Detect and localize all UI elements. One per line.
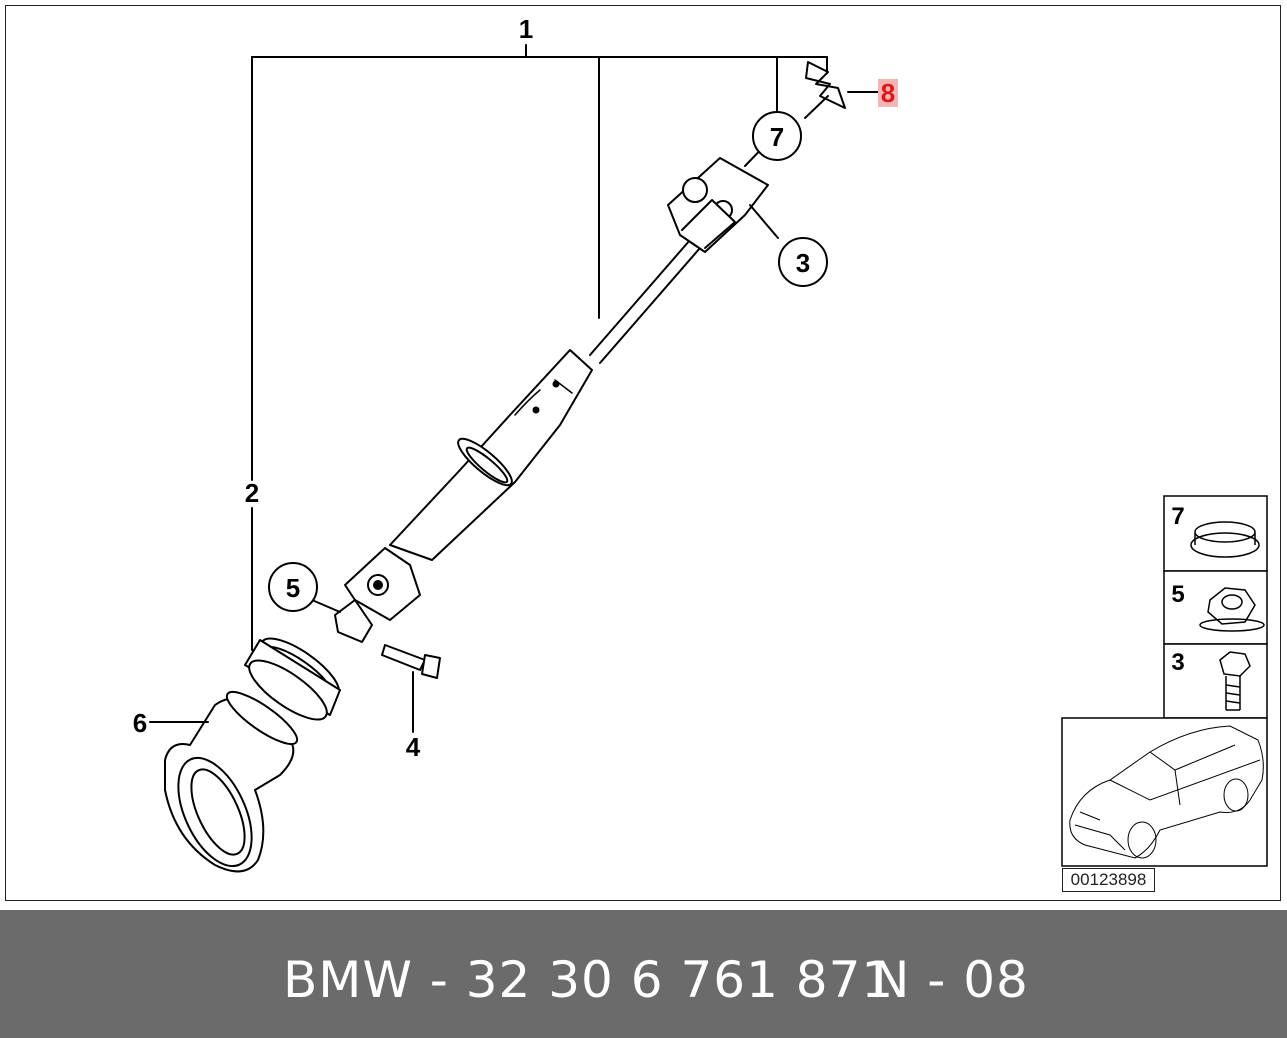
callout-circle-3: [778, 237, 828, 287]
callout-8-highlight: [878, 79, 898, 107]
boot-6: [149, 690, 299, 873]
bolt-4: [381, 644, 441, 733]
clip-8: [804, 61, 879, 119]
steering-shaft: [389, 239, 701, 561]
callout-3: 3: [796, 248, 810, 278]
part-number: BMW - 32 30 6 761 871: [283, 951, 895, 1009]
callout-2: 2: [245, 478, 259, 508]
callout-circle-5: [268, 562, 318, 612]
inset-label-5: 5: [1171, 581, 1184, 608]
hex-bolt-icon: [1219, 651, 1251, 711]
position-code: N - 08: [872, 951, 1029, 1009]
shaft-flange: [457, 437, 513, 487]
sleeve-2: [244, 637, 341, 721]
parts-diagram: 1 2 3 4 5 6 7 8: [133, 14, 1268, 873]
callout-8: 8: [881, 78, 895, 108]
callout-1: 1: [519, 14, 533, 44]
hex-nut-icon: [1199, 587, 1265, 632]
callout-4: 4: [406, 732, 421, 762]
upper-universal-joint: [667, 139, 779, 253]
lower-universal-joint: [311, 547, 421, 643]
callout-1-leaders: [251, 44, 828, 651]
callout-7: 7: [770, 122, 784, 152]
callout-circle-7: [752, 111, 802, 161]
inset-panels: [1163, 495, 1268, 719]
car-icon: [1069, 725, 1264, 859]
reference-number: 00123898: [1062, 868, 1155, 892]
callout-6: 6: [133, 708, 147, 738]
vehicle-thumbnail: [1061, 717, 1268, 867]
inset-label-7: 7: [1171, 503, 1184, 530]
footer-bar: BMW - 32 30 6 761 871 N - 08: [0, 910, 1287, 1038]
callout-5: 5: [286, 573, 300, 603]
retaining-ring-icon: [1190, 521, 1260, 558]
inset-label-3: 3: [1171, 649, 1184, 676]
